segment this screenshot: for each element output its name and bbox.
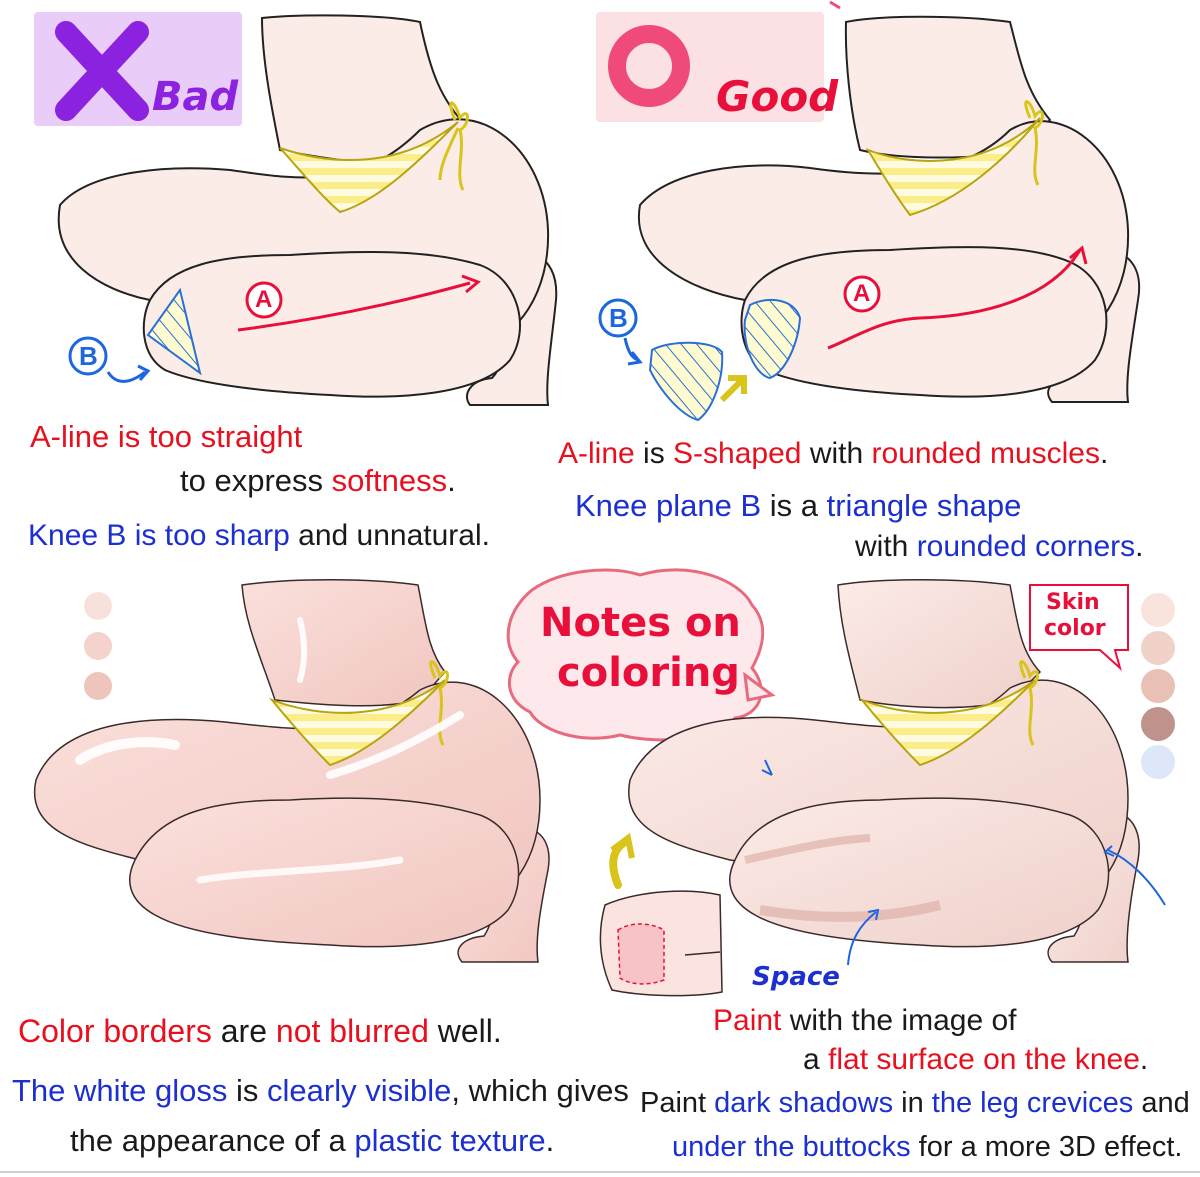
good-color-figure — [599, 579, 1166, 997]
bad-figure — [34, 12, 558, 406]
right-skin-swatches — [1141, 593, 1175, 779]
bad-color-figure — [33, 579, 550, 963]
skin-tag-line2: color — [1044, 616, 1106, 641]
skin-swatch — [84, 672, 112, 700]
skin-swatch — [84, 632, 112, 660]
skin-swatch — [1141, 745, 1175, 779]
good-color-caption-line3: Paint dark shadows in the leg crevices a… — [640, 1087, 1190, 1119]
good-mark-b: B — [609, 303, 628, 333]
space-label: Space — [752, 962, 840, 992]
skin-swatch — [1141, 669, 1175, 703]
good-caption-line3: with rounded corners. — [855, 530, 1144, 563]
bad-color-caption-line2: The white gloss is clearly visible, whic… — [12, 1073, 629, 1108]
good-caption-line1: A-line is S-shaped with rounded muscles. — [558, 437, 1109, 470]
circle-mark-icon — [608, 25, 690, 107]
good-color-caption-line1: Paint with the image of — [713, 1004, 1017, 1037]
good-color-caption-line2: a flat surface on the knee. — [803, 1043, 1149, 1076]
bad-color-caption-line3: the appearance of a plastic texture. — [70, 1123, 555, 1158]
bad-caption-line1: A-line is too straight — [30, 419, 303, 454]
bad-label: Bad — [152, 74, 239, 120]
bad-mark-b: B — [79, 341, 98, 371]
x-mark-icon — [55, 21, 149, 121]
bad-caption-line2: to express softness. — [180, 463, 456, 498]
skin-swatch — [1141, 631, 1175, 665]
bad-caption-line3: Knee B is too sharp and unnatural. — [28, 519, 490, 552]
skin-swatch — [1141, 707, 1175, 741]
bad-mark-a: A — [255, 286, 273, 313]
mark-a-circle — [245, 281, 283, 319]
left-skin-swatches — [84, 592, 112, 700]
good-caption-line2: Knee plane B is a triangle shape — [575, 488, 1022, 523]
mark-a-circle — [843, 275, 881, 313]
skin-swatch — [84, 592, 112, 620]
notes-bubble-line1: Notes on — [540, 600, 741, 646]
bad-color-caption-line1: Color borders are not blurred well. — [18, 1013, 502, 1049]
notes-bubble-line2: coloring — [557, 650, 740, 696]
good-figure — [596, 0, 1141, 422]
notes-bubble — [506, 568, 776, 742]
mark-b-circle — [68, 336, 108, 376]
skin-color-tag — [1029, 584, 1129, 672]
skin-tag-line1: Skin — [1046, 590, 1100, 615]
good-color-caption-line4: under the buttocks for a more 3D effect. — [672, 1131, 1183, 1163]
good-label: Good — [716, 72, 839, 121]
good-mark-a: A — [853, 280, 871, 307]
mark-b-circle — [598, 298, 638, 338]
skin-swatch — [1141, 593, 1175, 627]
